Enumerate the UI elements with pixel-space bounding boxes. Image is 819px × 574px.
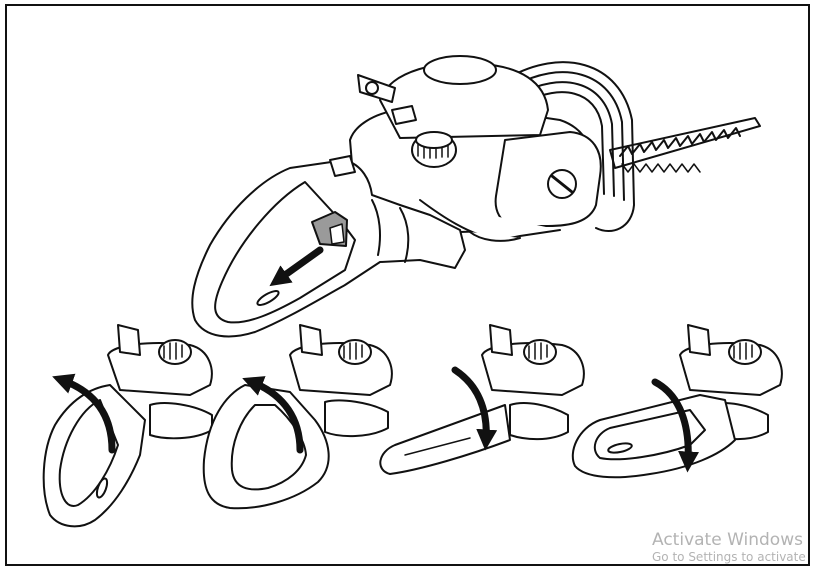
step-view-2: [202, 324, 393, 510]
step-view-3: [379, 324, 585, 475]
main-trimmer-view: [191, 55, 761, 338]
engine-body: [349, 55, 602, 242]
knob: [411, 131, 457, 168]
rotate-arrow-1: [52, 373, 116, 454]
pull-arrow: [269, 246, 324, 287]
rotate-arrow-4: [651, 378, 700, 473]
rotate-arrow-3: [451, 366, 498, 451]
rotate-arrow-2: [242, 376, 304, 454]
rear-handle: [191, 155, 466, 338]
step-view-1: [42, 324, 213, 528]
step-view-4: [571, 324, 783, 479]
figure-border: [5, 4, 810, 566]
